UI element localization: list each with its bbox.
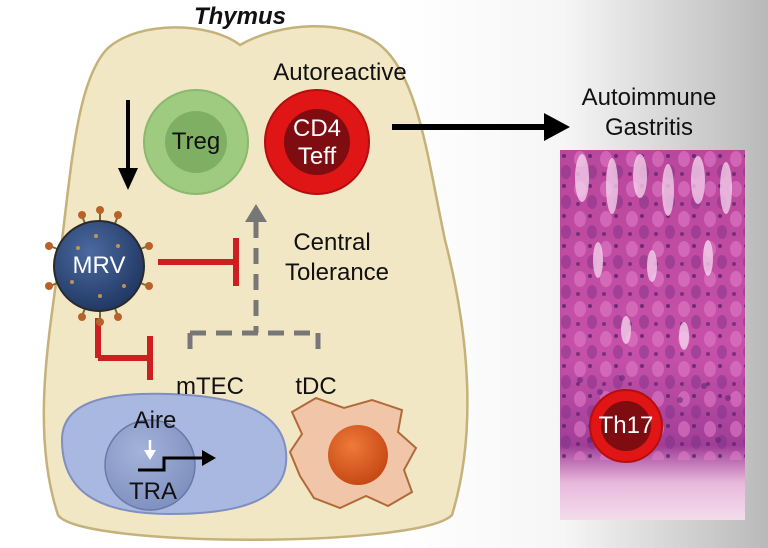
label-treg: Treg <box>171 128 221 155</box>
mrv-inhibits-tolerance <box>158 238 239 286</box>
label-tolerance: Tolerance <box>284 259 390 286</box>
label-central: Central <box>293 229 371 256</box>
label-gastritis: Gastritis <box>604 114 693 141</box>
cd4-teff-cell <box>264 89 370 195</box>
label-tra: TRA <box>129 478 177 505</box>
tdc-cell <box>288 396 418 510</box>
arrow-to-gastritis-head <box>544 113 570 141</box>
label-cd4: CD4 <box>292 115 341 142</box>
label-tdc: tDC <box>295 373 337 400</box>
label-th17: Th17 <box>598 412 654 439</box>
central-tolerance-arrowhead <box>245 204 267 222</box>
label-autoreactive: Autoreactive <box>273 59 407 86</box>
decrease-arrow-head <box>118 168 138 190</box>
label-teff: Teff <box>297 143 337 170</box>
mtec-cell <box>60 392 288 516</box>
label-mrv: MRV <box>72 252 126 279</box>
histology-panel <box>560 150 745 520</box>
central-tolerance-path <box>187 222 321 358</box>
label-aire: Aire <box>133 407 177 434</box>
label-mtec: mTEC <box>176 373 244 400</box>
label-autoimmune: Autoimmune <box>581 84 717 111</box>
mrv-virus <box>45 206 153 326</box>
diagram-title: Thymus <box>193 3 286 30</box>
treg-cell <box>143 89 249 195</box>
th17-cell <box>589 389 663 463</box>
